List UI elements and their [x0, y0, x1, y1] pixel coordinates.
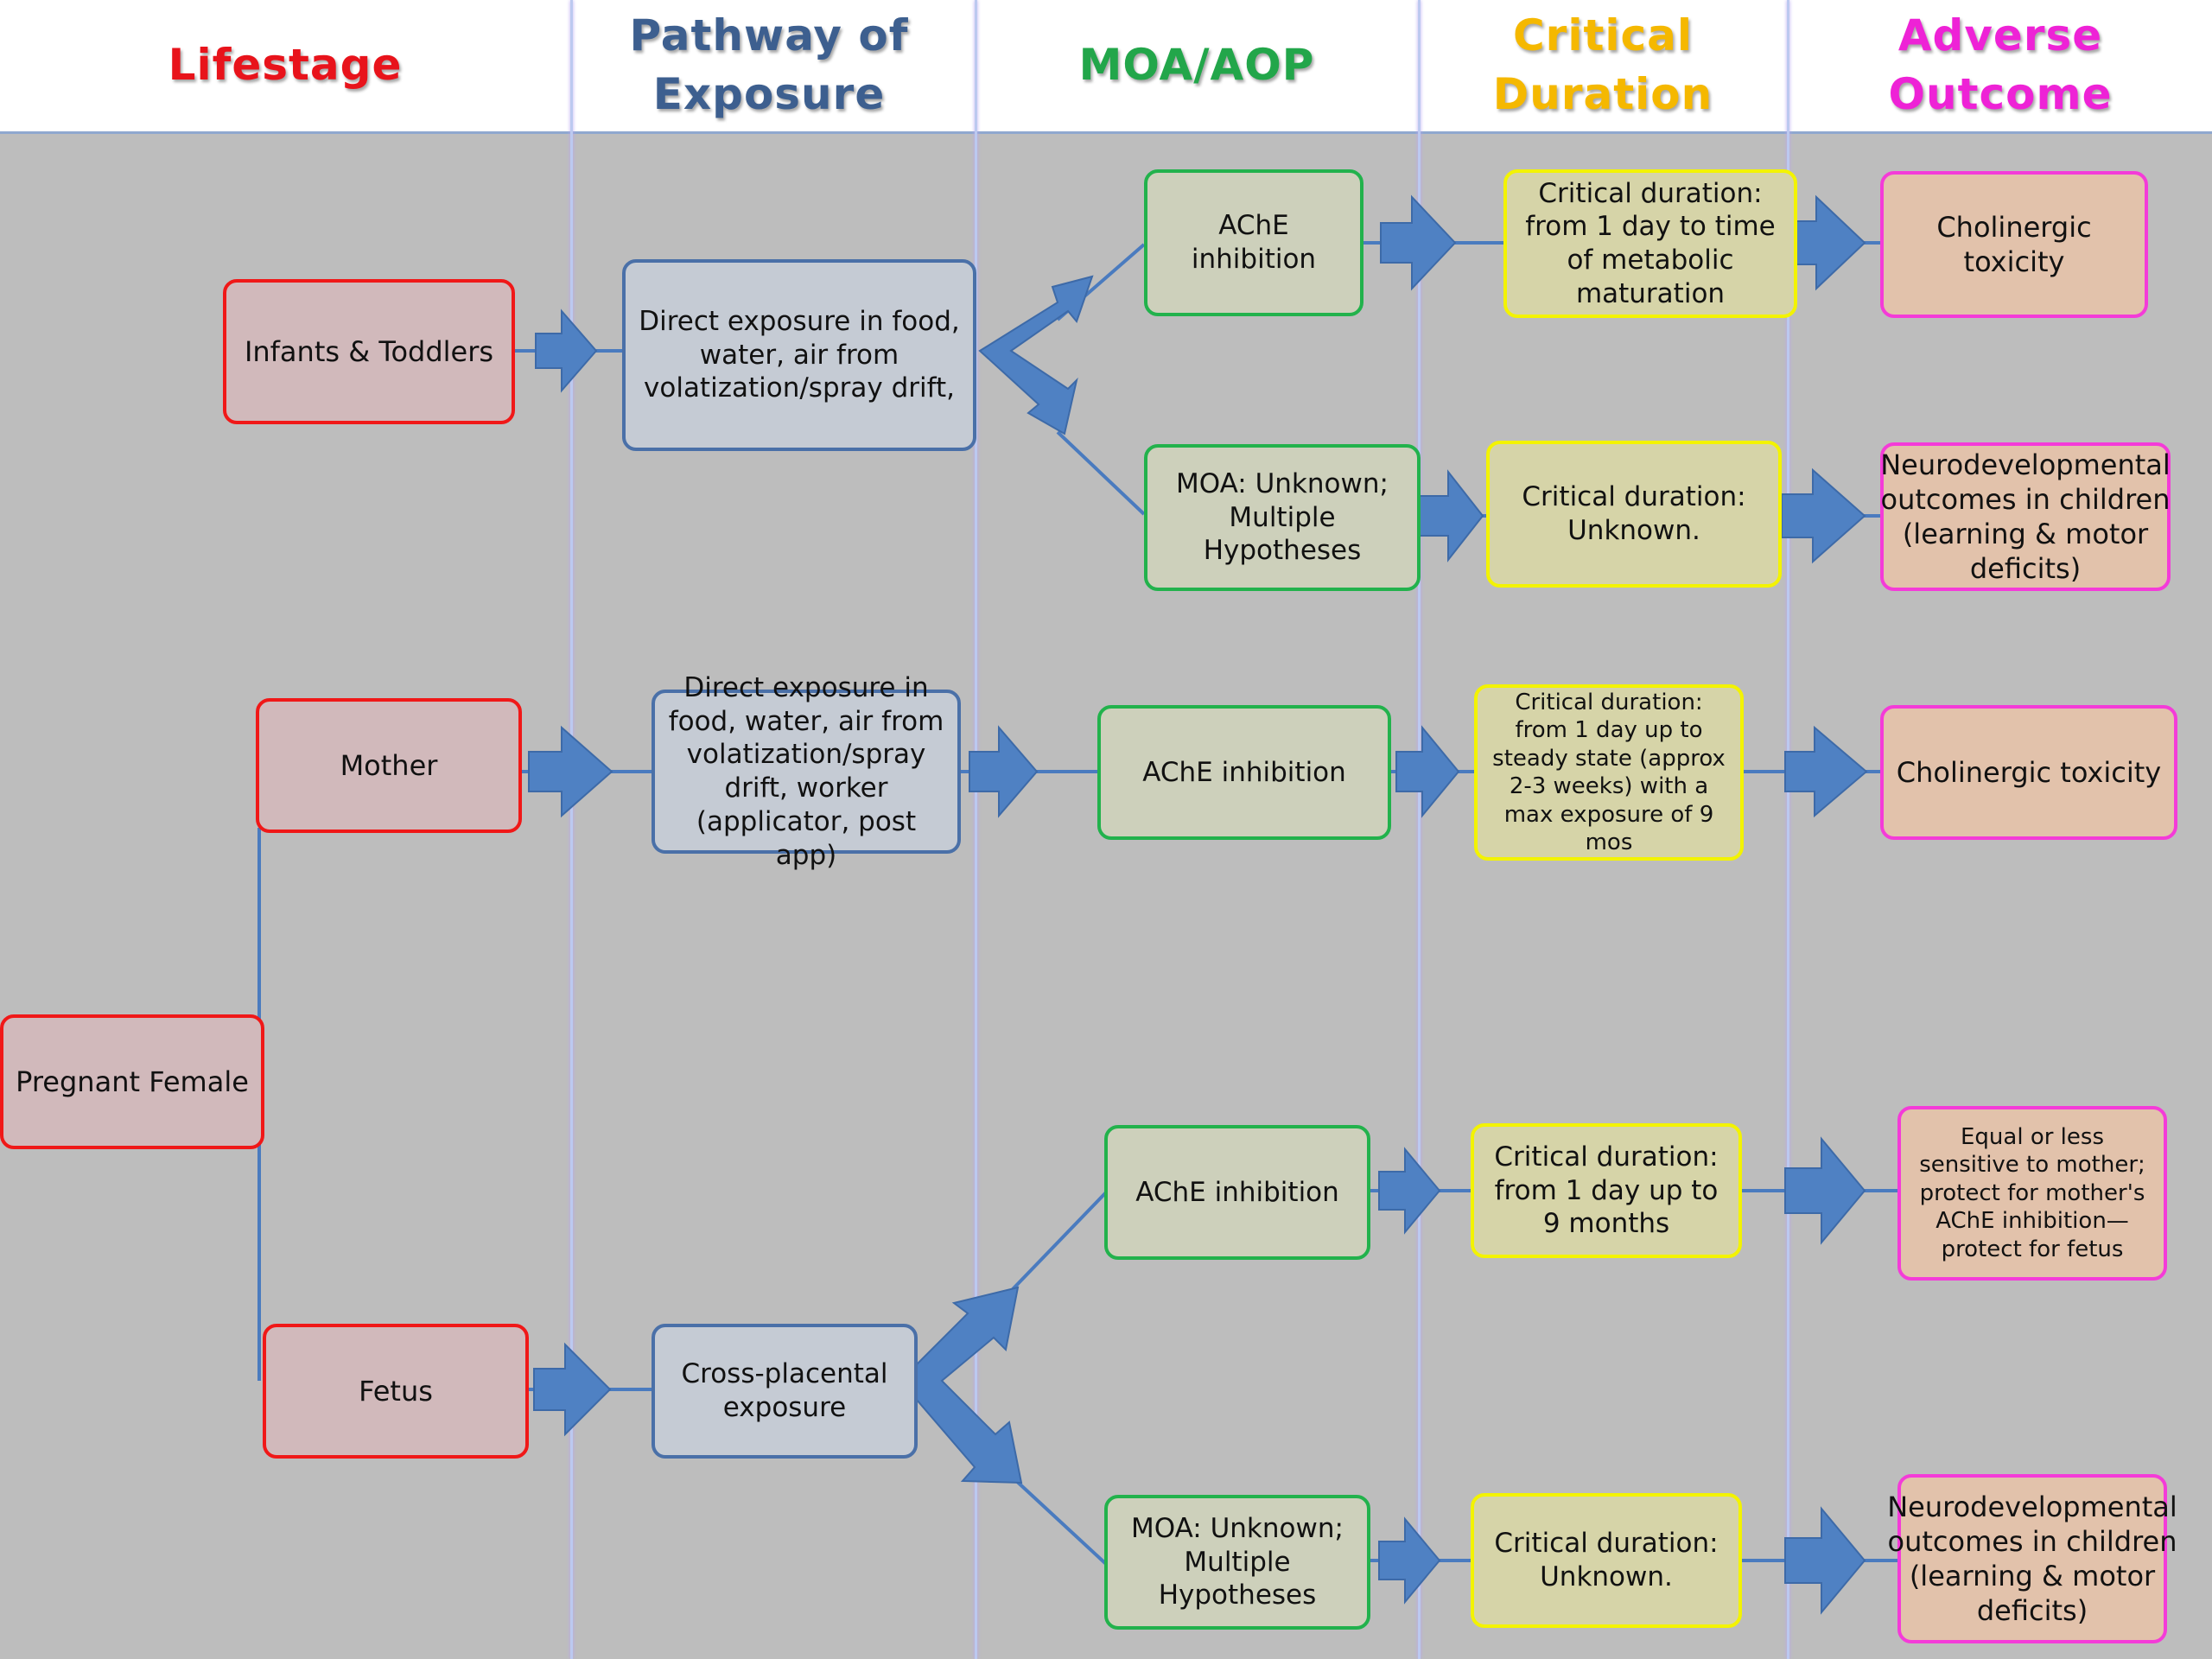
critical-infants-unknown: Critical duration: Unknown.	[1486, 441, 1782, 588]
pathway-infants-text: Direct exposure in food, water, air from…	[639, 305, 960, 404]
moa-infants-unknown-text: MOA: Unknown; Multiple Hypotheses	[1176, 467, 1389, 567]
moa-fetus-unknown: MOA: Unknown; Multiple Hypotheses	[1104, 1495, 1370, 1630]
arrow-right-icon	[1781, 467, 1866, 564]
pathway-mother-text: Direct exposure in food, water, air from…	[668, 671, 944, 871]
arrow-right-icon	[969, 725, 1039, 818]
pathway-fetus: Cross-placental exposure	[652, 1324, 918, 1459]
moa-mother-ache-text: AChE inhibition	[1142, 756, 1346, 788]
arrow-right-icon	[1380, 194, 1457, 291]
critical-infants-ache-text: Critical duration: from 1 day to time of…	[1525, 177, 1776, 309]
lifestage-fetus: Fetus	[263, 1324, 529, 1459]
adverse-infants-unknown: Neurodevelopmental outcomes in children …	[1880, 442, 2171, 591]
arrow-right-icon	[1378, 1147, 1441, 1235]
arrow-right-icon	[1784, 1136, 1866, 1245]
column-divider	[1787, 0, 1789, 1659]
arrow-right-icon	[528, 725, 613, 818]
adverse-mother-ache-text: Cholinergic toxicity	[1896, 756, 2162, 789]
arrow-right-icon	[1784, 1506, 1866, 1615]
critical-mother-ache-text: Critical duration: from 1 day up to stea…	[1492, 689, 1726, 856]
arrow-right-icon	[533, 1342, 612, 1437]
adverse-fetus-ache-text: Equal or less sensitive to mother; prote…	[1919, 1123, 2145, 1262]
adverse-infants-unknown-text: Neurodevelopmental outcomes in children …	[1880, 448, 2171, 585]
moa-fetus-ache: AChE inhibition	[1104, 1125, 1370, 1260]
adverse-fetus-unknown: Neurodevelopmental outcomes in children …	[1887, 1474, 2177, 1643]
critical-mother-ache: Critical duration: from 1 day up to stea…	[1474, 684, 1744, 861]
arrow-right-icon	[1786, 194, 1866, 291]
critical-fetus-ache: Critical duration: from 1 day up to 9 mo…	[1471, 1123, 1742, 1258]
lifestage-infants-label: Infants & Toddlers	[244, 335, 494, 368]
header-moa: MOA/AOP	[1078, 40, 1315, 90]
critical-fetus-unknown-text: Critical duration: Unknown.	[1494, 1528, 1719, 1592]
fork-arrow-icon	[978, 275, 1094, 435]
pathway-infants: Direct exposure in food, water, air from…	[622, 259, 976, 451]
flow-arrows	[528, 194, 1868, 1615]
header-pathway: Pathway of Exposure	[629, 10, 909, 119]
lifestage-fetus-label: Fetus	[359, 1375, 433, 1408]
critical-fetus-unknown: Critical duration: Unknown.	[1471, 1493, 1742, 1628]
critical-fetus-ache-text: Critical duration: from 1 day up to 9 mo…	[1494, 1141, 1719, 1240]
lifestage-infants-toddlers: Infants & Toddlers	[223, 279, 515, 424]
moa-infants-ache: AChE inhibition	[1144, 169, 1363, 316]
lifestage-pregnant-female: Pregnant Female	[0, 1014, 264, 1149]
arrow-right-icon	[1378, 1516, 1441, 1605]
arrow-right-icon	[535, 308, 598, 393]
lifestage-mother: Mother	[256, 698, 522, 833]
column-divider	[570, 0, 573, 1659]
arrow-right-icon	[1395, 725, 1460, 818]
adverse-infants-ache: Cholinergic toxicity	[1880, 171, 2148, 318]
adverse-fetus-ache: Equal or less sensitive to mother; prote…	[1897, 1106, 2167, 1281]
lifestage-pregnant-label: Pregnant Female	[16, 1065, 249, 1098]
moa-fetus-ache-text: AChE inhibition	[1135, 1176, 1339, 1208]
moa-mother-ache: AChE inhibition	[1097, 705, 1391, 840]
moa-infants-unknown: MOA: Unknown; Multiple Hypotheses	[1144, 444, 1421, 591]
header-lifestage: Lifestage	[168, 40, 403, 90]
critical-infants-ache: Critical duration: from 1 day to time of…	[1503, 169, 1797, 318]
header-adverse: Adverse Outcome	[1888, 10, 2113, 119]
fork-arrow-icon	[899, 1286, 1023, 1484]
adverse-mother-ache: Cholinergic toxicity	[1880, 705, 2177, 840]
arrow-right-icon	[1784, 725, 1868, 818]
adverse-fetus-unknown-text: Neurodevelopmental outcomes in children …	[1887, 1491, 2177, 1627]
moa-infants-ache-text: AChE inhibition	[1191, 210, 1317, 275]
arrow-right-icon	[1418, 469, 1484, 563]
pathway-fetus-text: Cross-placental exposure	[681, 1358, 888, 1423]
header-critical: Critical Duration	[1492, 10, 1713, 119]
column-divider	[975, 0, 977, 1659]
moa-fetus-unknown-text: MOA: Unknown; Multiple Hypotheses	[1131, 1512, 1344, 1611]
critical-infants-unknown-text: Critical duration: Unknown.	[1522, 481, 1746, 546]
pathway-mother: Direct exposure in food, water, air from…	[652, 672, 961, 871]
column-divider	[1418, 0, 1421, 1659]
adverse-infants-ache-text: Cholinergic toxicity	[1936, 211, 2092, 278]
lifestage-mother-label: Mother	[340, 749, 438, 782]
